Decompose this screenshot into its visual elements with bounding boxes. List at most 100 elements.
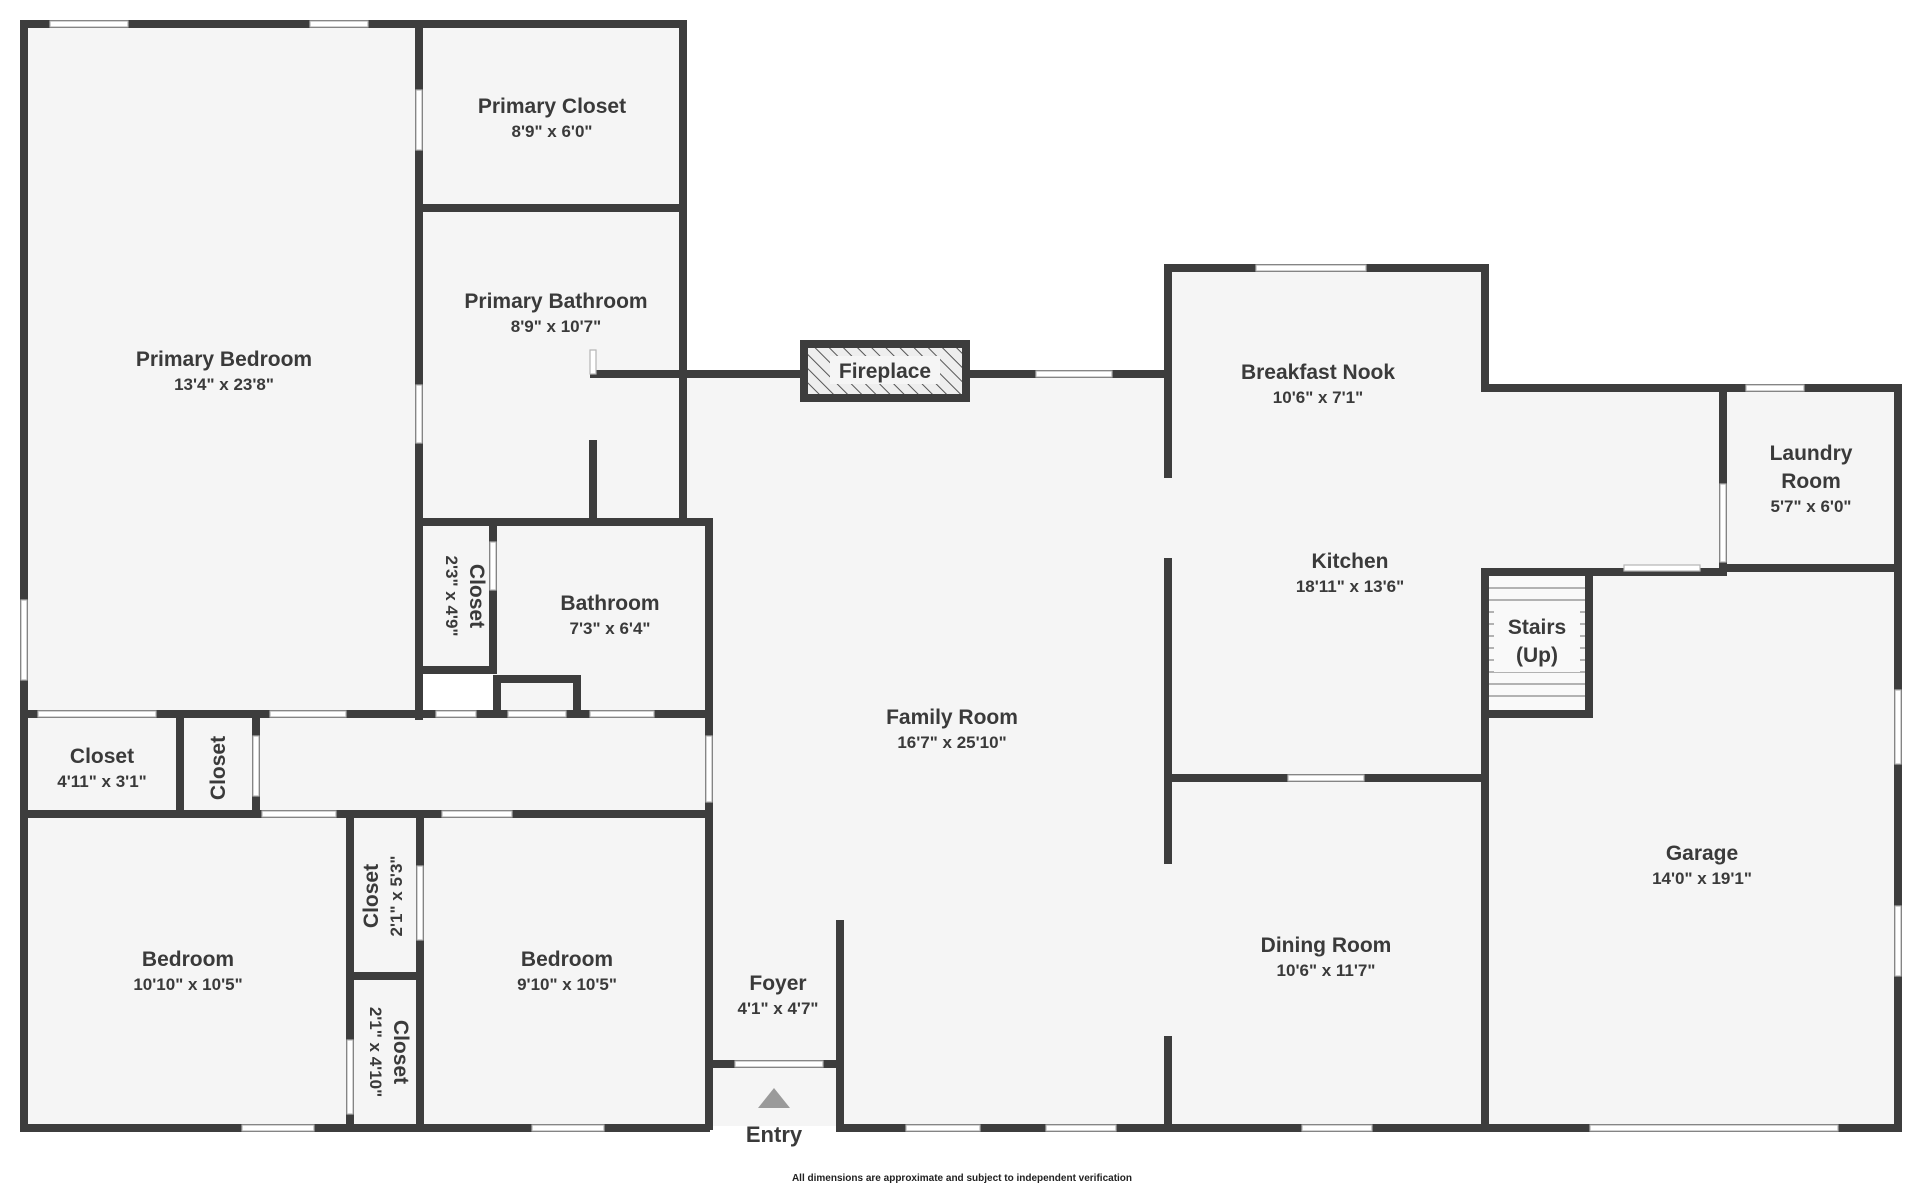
wall: [350, 972, 424, 980]
wall: [415, 20, 423, 720]
dimensions-disclaimer: All dimensions are approximate and subje…: [792, 1173, 1132, 1184]
room-name-primary-bathroom: Primary Bathroom: [464, 290, 647, 313]
room-name-laundry-line2: Room: [1781, 470, 1841, 493]
room-name-bedroom-right: Bedroom: [521, 948, 613, 971]
wall: [20, 1124, 710, 1132]
wall: [679, 20, 687, 524]
wall: [1481, 710, 1593, 718]
wall: [489, 518, 497, 673]
room-name-breakfast-nook: Breakfast Nook: [1241, 361, 1395, 384]
room-dim-bathroom: 7'3" x 6'4": [570, 619, 651, 638]
door: [1035, 370, 1113, 378]
window: [905, 1124, 981, 1132]
kitchen-floor: [1172, 270, 1485, 778]
room-name-closet-mid-upper: Closet: [360, 864, 383, 928]
room-dim-family-room: 16'7" x 25'10": [897, 733, 1006, 752]
window: [241, 1124, 315, 1132]
door: [346, 1039, 354, 1115]
wall: [20, 810, 713, 818]
door: [589, 710, 655, 718]
wall: [493, 675, 581, 683]
door: [441, 810, 513, 818]
wall: [1481, 264, 1489, 392]
foyer-floor: [709, 920, 841, 1066]
door: [589, 349, 597, 375]
room-dim-dining-room: 10'6" x 11'7": [1277, 961, 1376, 980]
room-name-closet-narrow: Closet: [207, 736, 230, 800]
room-dim-bedroom-right: 9'10" x 10'5": [517, 975, 617, 994]
garage-door: [1589, 1124, 1839, 1132]
room-dim-primary-closet: 8'9" x 6'0": [512, 122, 593, 141]
laundry-floor: [1723, 388, 1894, 568]
room-dim-laundry: 5'7" x 6'0": [1771, 497, 1852, 516]
room-dim-primary-bedroom: 13'4" x 23'8": [174, 375, 274, 394]
entry-arrow-icon: [758, 1088, 790, 1108]
door: [415, 384, 423, 444]
window: [1301, 1124, 1373, 1132]
room-dim-closet-mid-upper: 2'1" x 5'3": [387, 856, 406, 937]
stairs-label-bg: [1494, 610, 1580, 672]
wall: [176, 710, 184, 818]
wall: [1719, 384, 1727, 572]
wall: [346, 810, 354, 1132]
wall: [1481, 384, 1902, 392]
closet-small-floor: [419, 518, 493, 666]
wall: [1164, 1036, 1172, 1132]
room-dim-foyer: 4'1" x 4'7": [738, 999, 819, 1018]
primary-bedroom-floor: [26, 26, 419, 714]
primary-closet-floor: [419, 26, 681, 208]
room-name-primary-closet: Primary Closet: [478, 95, 626, 118]
room-name-kitchen: Kitchen: [1311, 550, 1388, 573]
door: [252, 735, 260, 797]
wall: [1481, 568, 1727, 576]
fireplace-label-bg: [830, 356, 940, 384]
wall: [705, 518, 713, 1130]
door: [705, 735, 713, 803]
room-name-laundry-line1: Laundry: [1770, 442, 1853, 465]
bathroom-floor: [493, 518, 709, 714]
wall: [415, 204, 685, 212]
wall: [1164, 558, 1172, 864]
room-name-primary-bedroom: Primary Bedroom: [136, 348, 312, 371]
door: [37, 710, 157, 718]
window: [531, 1124, 605, 1132]
room-name-dining-room: Dining Room: [1261, 934, 1392, 957]
room-name-family-room: Family Room: [886, 706, 1018, 729]
window: [1255, 264, 1367, 272]
wall: [1585, 568, 1593, 718]
hallway-floor: [26, 714, 709, 818]
door: [489, 541, 497, 591]
floor-areas: [26, 26, 1894, 1126]
room-name-garage: Garage: [1666, 842, 1738, 865]
window: [1045, 1124, 1117, 1132]
room-dim-garage: 14'0" x 19'1": [1652, 869, 1752, 888]
openings: [20, 20, 1902, 1132]
window: [1894, 905, 1902, 977]
wall: [415, 518, 713, 526]
wall: [573, 675, 581, 715]
room-name-stairs-line2: (Up): [1516, 644, 1558, 667]
door: [269, 710, 347, 718]
room-name-stairs-line1: Stairs: [1508, 616, 1566, 639]
fireplace-label: Fireplace: [839, 360, 931, 383]
room-name-bedroom-left: Bedroom: [142, 948, 234, 971]
dining-room-floor: [1172, 778, 1485, 1126]
door: [1287, 774, 1365, 782]
entry-door: [734, 1060, 824, 1068]
window: [1745, 384, 1805, 392]
entry-label: Entry: [746, 1122, 803, 1147]
bedroom-right-floor: [424, 818, 709, 1126]
primary-bathroom-floor: [419, 208, 681, 518]
room-name-closet-mid-lower: Closet: [389, 1020, 412, 1084]
door: [507, 710, 567, 718]
room-labels: Primary Bedroom 13'4" x 23'8" Primary Cl…: [57, 95, 1852, 1097]
window: [309, 20, 369, 28]
room-name-bathroom: Bathroom: [560, 592, 659, 615]
wall: [836, 920, 844, 1132]
wall: [20, 710, 713, 718]
room-dim-closet-mid-lower: 2'1" x 4'10": [366, 1007, 385, 1097]
wall: [1481, 568, 1489, 1132]
window: [20, 599, 28, 681]
room-dim-closet-left: 4'11" x 3'1": [57, 772, 146, 791]
